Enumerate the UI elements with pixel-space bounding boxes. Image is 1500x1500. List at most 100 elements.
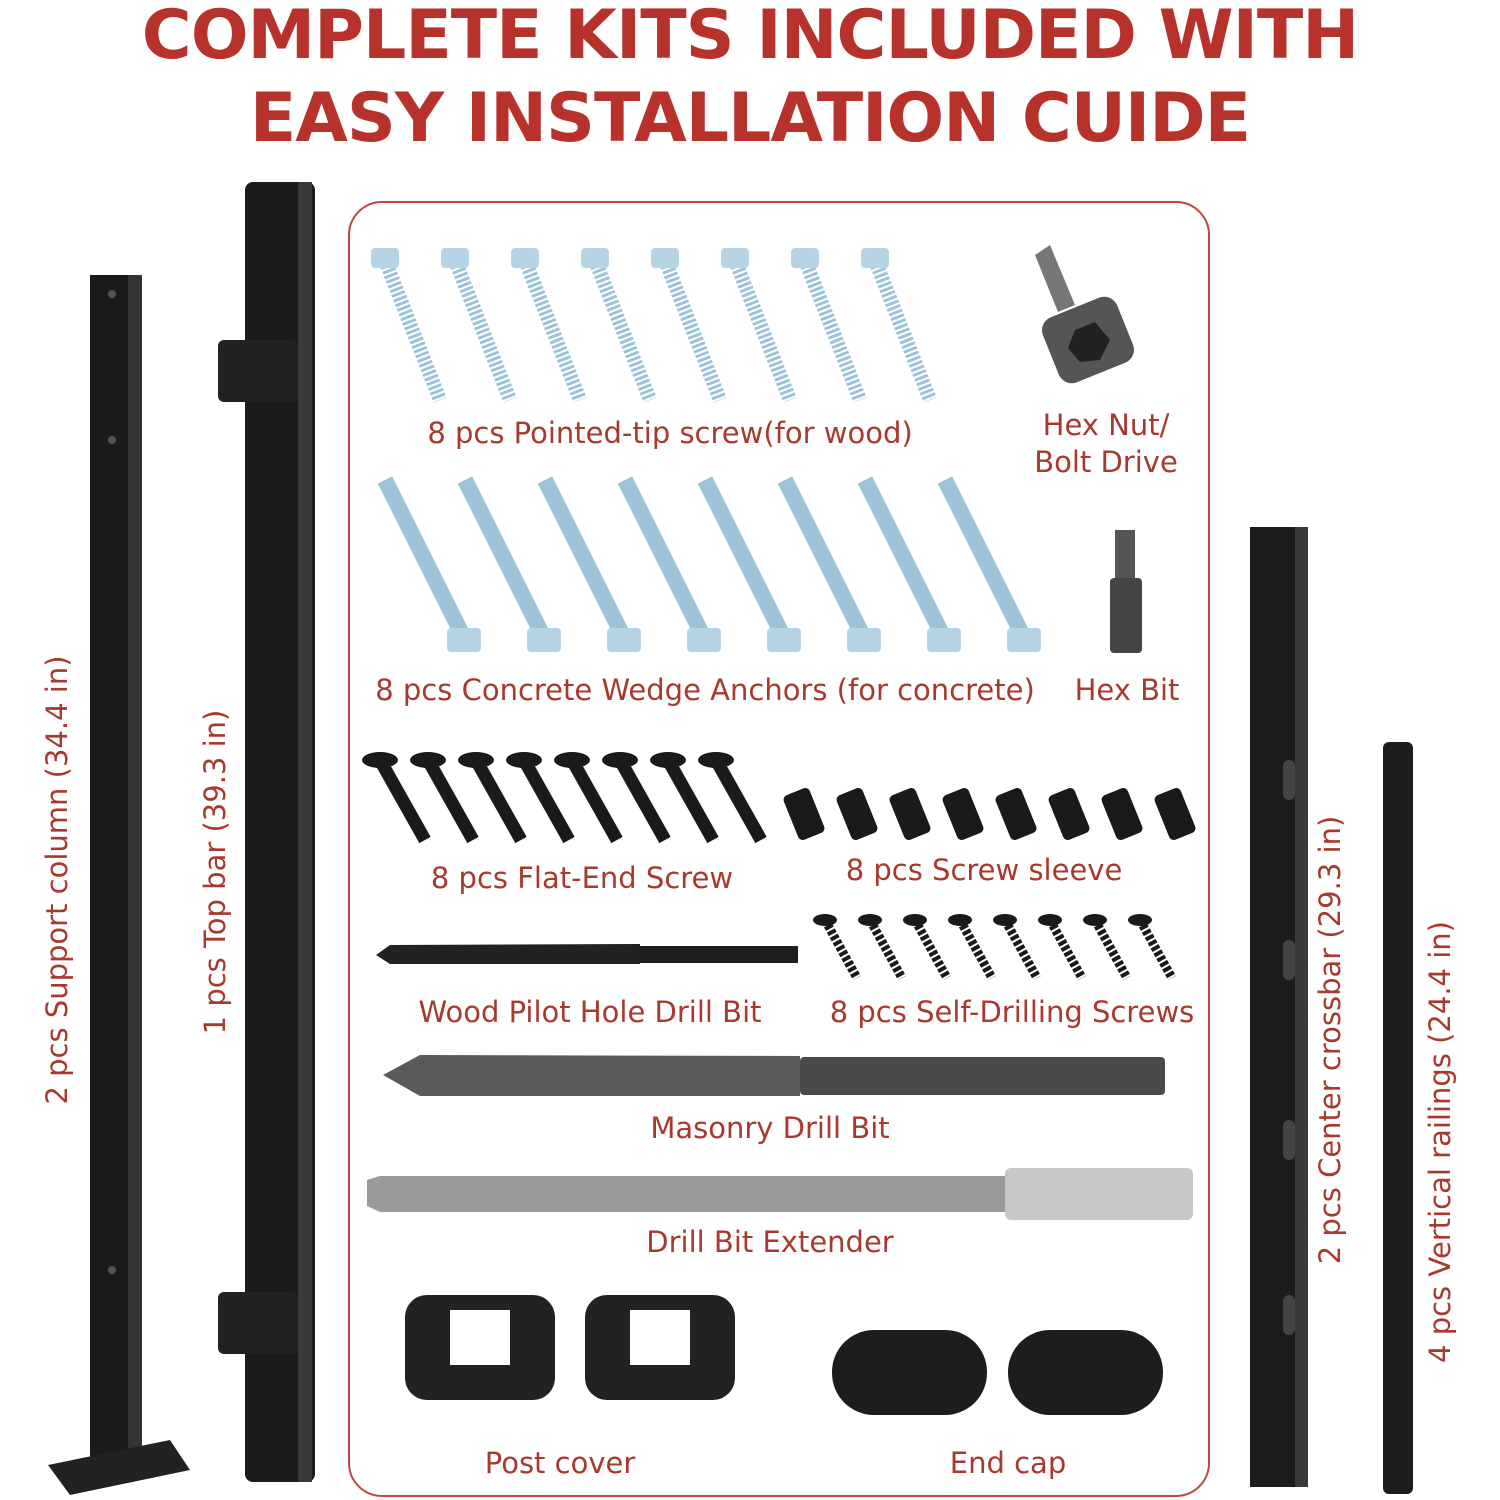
flat-end-screw-head <box>458 752 494 768</box>
self-drilling-screw-head <box>903 914 927 926</box>
wood-screw <box>868 257 937 403</box>
flat-end-screw <box>518 756 575 844</box>
self-drilling-label: 8 pcs Self-Drilling Screws <box>829 995 1195 1029</box>
flat-end-screw <box>710 756 767 844</box>
screw-sleeve <box>1101 788 1143 840</box>
wedge-anchor <box>537 476 633 644</box>
flat-end-screw <box>374 756 431 844</box>
flat-end-screw <box>662 756 719 844</box>
screw-sleeve <box>836 788 878 840</box>
hex-bit-label: Hex Bit <box>1074 673 1180 707</box>
wedge-anchors-label: 8 pcs Concrete Wedge Anchors (for concre… <box>375 673 1035 707</box>
screw-sleeve <box>995 788 1037 840</box>
hardware-frame <box>348 201 1210 1497</box>
flat-end-screw-head <box>410 752 446 768</box>
hex-bit <box>1110 530 1142 653</box>
wood-screw <box>518 257 587 403</box>
wood-screw <box>658 257 727 403</box>
self-drilling-screw-head <box>948 914 972 926</box>
top-bar <box>218 182 315 1482</box>
self-drilling-screw <box>911 917 951 981</box>
self-drilling-screw-head <box>1128 914 1152 926</box>
wedge-anchor-nut <box>927 628 961 652</box>
screw-sleeve <box>942 788 984 840</box>
self-drilling-screw-head <box>1038 914 1062 926</box>
wedge-anchor-nut <box>607 628 641 652</box>
wood-screw-head <box>721 248 749 268</box>
wedge-anchor-nut <box>687 628 721 652</box>
title-line-2: EASY INSTALLATION CUIDE <box>249 79 1251 158</box>
wedge-anchor <box>857 476 953 644</box>
top-bar-label: 1 pcs Top bar (39.3 in) <box>198 709 232 1035</box>
self-drilling-screw <box>1046 917 1086 981</box>
wood-screw-head <box>861 248 889 268</box>
hex-nut-label-2: Bolt Drive <box>1034 445 1178 479</box>
wedge-anchor-nut <box>1007 628 1041 652</box>
pointed-screw-label: 8 pcs Pointed-tip screw(for wood) <box>427 416 913 450</box>
support-column <box>48 275 190 1495</box>
self-drilling-screw-head <box>1083 914 1107 926</box>
wedge-anchor-nut <box>447 628 481 652</box>
wedge-anchor-nut <box>527 628 561 652</box>
extender-label: Drill Bit Extender <box>646 1225 894 1259</box>
self-drilling-screw-head <box>993 914 1017 926</box>
flat-end-screw-label: 8 pcs Flat-End Screw <box>430 861 734 895</box>
wedge-anchor <box>697 476 793 644</box>
flat-end-screw <box>470 756 527 844</box>
wedge-anchor-nut <box>767 628 801 652</box>
wood-screw-head <box>511 248 539 268</box>
vertical-railings-label: 4 pcs Vertical railings (24.4 in) <box>1423 921 1457 1363</box>
wood-screw-head <box>791 248 819 268</box>
self-drilling-screw <box>1001 917 1041 981</box>
masonry-drill-label: Masonry Drill Bit <box>650 1111 890 1145</box>
wood-screw-head <box>371 248 399 268</box>
end-cap-label: End cap <box>949 1446 1067 1480</box>
screw-sleeve <box>783 788 825 840</box>
drill-bit-extender <box>367 1168 1193 1220</box>
flat-end-screw <box>566 756 623 844</box>
flat-end-screw <box>614 756 671 844</box>
flat-end-screw-head <box>602 752 638 768</box>
wood-screw <box>798 257 867 403</box>
self-drilling-screw <box>956 917 996 981</box>
post-cover-label: Post cover <box>484 1446 636 1480</box>
self-drilling-screw <box>1136 917 1176 981</box>
wood-screw-head <box>651 248 679 268</box>
title-line-1: COMPLETE KITS INCLUDED WITH <box>141 0 1359 75</box>
flat-end-screw-head <box>650 752 686 768</box>
screw-sleeve <box>1154 788 1196 840</box>
wood-screw-head <box>441 248 469 268</box>
wood-screw <box>378 257 447 403</box>
flat-end-screw <box>422 756 479 844</box>
wood-drill-bit <box>376 944 798 964</box>
hex-nut-driver <box>1035 245 1134 384</box>
hex-nut-label-1: Hex Nut/ <box>1042 408 1170 442</box>
wedge-anchor <box>777 476 873 644</box>
wedge-anchor-nut <box>847 628 881 652</box>
wedge-anchor <box>937 476 1033 644</box>
screw-sleeve-label: 8 pcs Screw sleeve <box>845 853 1123 887</box>
self-drilling-screw <box>1091 917 1131 981</box>
masonry-drill-bit <box>383 1055 1165 1096</box>
screw-sleeve <box>889 788 931 840</box>
vertical-railing <box>1383 742 1413 1494</box>
wood-screw <box>588 257 657 403</box>
wood-screw-head <box>581 248 609 268</box>
end-cap <box>832 1330 1163 1415</box>
wood-drill-label: Wood Pilot Hole Drill Bit <box>418 995 762 1029</box>
self-drilling-screw <box>821 917 861 981</box>
flat-end-screw-head <box>698 752 734 768</box>
center-crossbar <box>1250 527 1308 1487</box>
self-drilling-screw <box>866 917 906 981</box>
flat-end-screw-head <box>362 752 398 768</box>
wedge-anchor <box>457 476 553 644</box>
screw-sleeve <box>1048 788 1090 840</box>
wedge-anchor <box>377 476 473 644</box>
center-crossbar-label: 2 pcs Center crossbar (29.3 in) <box>1313 815 1347 1265</box>
flat-end-screw-head <box>554 752 590 768</box>
flat-end-screw-head <box>506 752 542 768</box>
wood-screw <box>728 257 797 403</box>
wood-screw <box>448 257 517 403</box>
self-drilling-screw-head <box>858 914 882 926</box>
